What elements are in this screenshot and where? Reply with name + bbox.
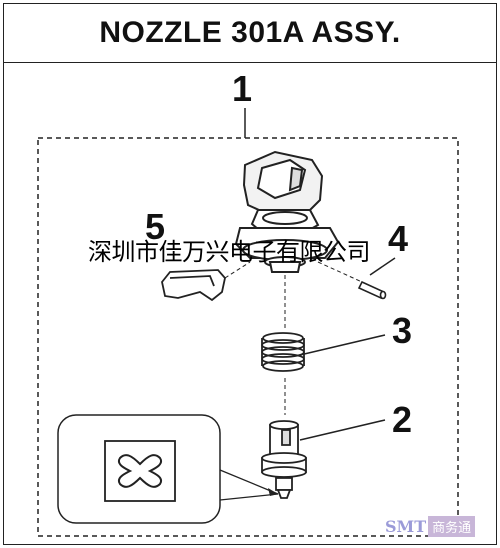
label-1: 1 <box>232 68 253 109</box>
diagram-frame <box>3 3 497 545</box>
diagram-title: NOZZLE 301A ASSY. <box>99 16 401 49</box>
pin-axis <box>317 261 363 283</box>
watermark-smt: SMT <box>385 517 427 536</box>
label-3: 3 <box>392 310 413 351</box>
callout-arrow <box>268 488 278 496</box>
label-5: 5 <box>145 206 166 247</box>
spring-part <box>261 332 305 372</box>
nozzle-tip-part <box>261 420 307 499</box>
callout-line-upper <box>219 469 279 495</box>
title-divider <box>3 62 497 63</box>
clip-part <box>161 269 226 302</box>
watermark-label: 商务通 <box>428 516 476 537</box>
assembly-boundary <box>37 137 459 537</box>
company-overlay-text: 深圳市佳万兴电子有限公司 <box>88 238 371 266</box>
clip-axis <box>224 261 251 279</box>
leader-2 <box>299 419 386 441</box>
watermark: SMT 商务通 <box>385 516 476 537</box>
callout-line-lower <box>219 493 279 501</box>
label-4: 4 <box>388 218 409 259</box>
label-2: 2 <box>392 399 413 440</box>
x-shape-icon <box>118 454 162 488</box>
pin-part <box>357 280 387 300</box>
leader-3 <box>299 334 386 356</box>
leader-4 <box>369 257 396 276</box>
nozzle-body <box>234 150 340 273</box>
